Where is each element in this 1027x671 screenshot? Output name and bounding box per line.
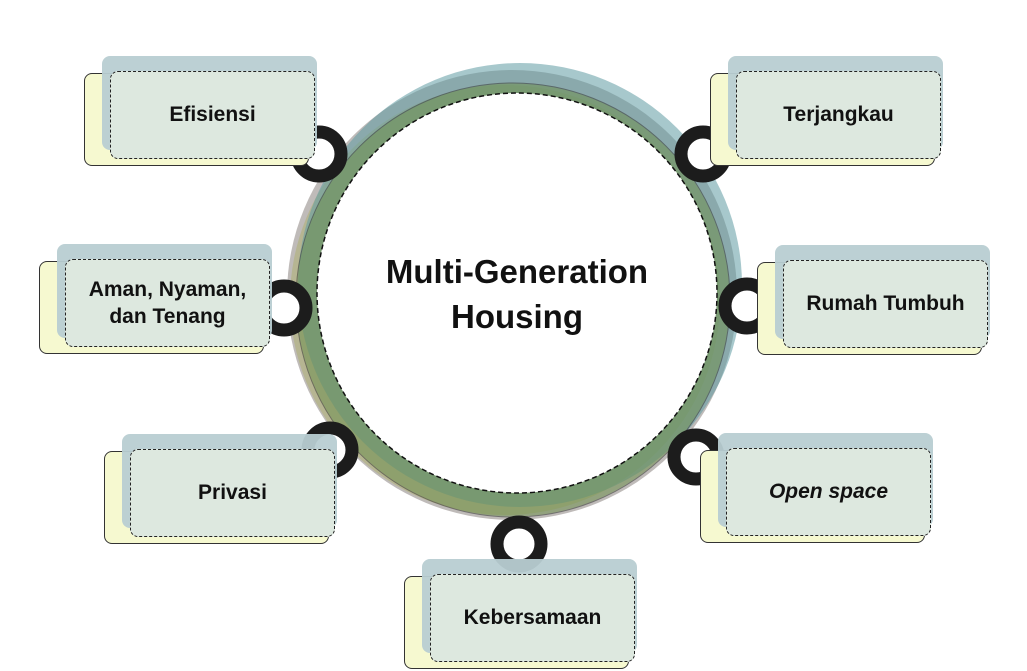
- node-inner-panel: [430, 574, 635, 662]
- node-label: Kebersamaan: [430, 574, 635, 662]
- node-label-line: Aman, Nyaman,: [88, 277, 247, 301]
- node-inner-panel: [65, 259, 270, 347]
- node-inner-panel: [736, 71, 941, 159]
- node-label-line: Rumah Tumbuh: [806, 292, 965, 316]
- center-title-line2: Housing: [451, 298, 583, 335]
- node-label: Efisiensi: [110, 71, 315, 159]
- node-label: Terjangkau: [736, 71, 941, 159]
- node-label-line: dan Tenang: [109, 305, 226, 328]
- node-inner-panel: [130, 449, 335, 537]
- node-inner-panel: [110, 71, 315, 159]
- center-title-line1: Multi-Generation: [386, 253, 648, 290]
- node-label-line: Efisiensi: [169, 103, 256, 127]
- node-inner-panel: [783, 260, 988, 348]
- node-aman: Aman, Nyaman, dan Tenang: [39, 244, 272, 354]
- node-label: Aman, Nyaman, dan Tenang: [65, 259, 270, 347]
- node-label-line: Kebersamaan: [463, 606, 602, 630]
- node-privasi: Privasi: [104, 434, 337, 544]
- node-kebersamaan: Kebersamaan: [404, 559, 637, 669]
- ring-inner: [316, 92, 718, 494]
- node-inner-panel: [726, 448, 931, 536]
- node-label-line: Open space: [768, 480, 889, 504]
- node-terjangkau: Terjangkau: [710, 56, 943, 166]
- node-label: Open space: [726, 448, 931, 536]
- node-label-line: Terjangkau: [783, 103, 894, 127]
- node-label: Privasi: [130, 449, 335, 537]
- node-open-space: Open space: [700, 433, 933, 543]
- node-efisiensi: Efisiensi: [84, 56, 317, 166]
- node-rumah-tumbuh: Rumah Tumbuh: [757, 245, 990, 355]
- node-label-line: Privasi: [198, 481, 267, 505]
- node-label: Rumah Tumbuh: [783, 260, 988, 348]
